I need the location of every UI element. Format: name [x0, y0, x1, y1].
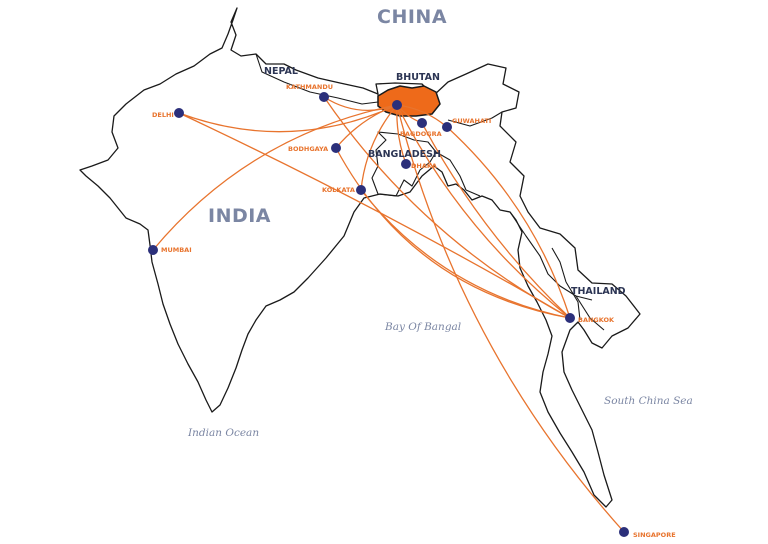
city-marker-bhutan	[392, 100, 402, 110]
country-label-nepal: NEPAL	[264, 66, 298, 77]
route-kolkata-bangkok	[360, 189, 571, 319]
country-label-thailand: THAILAND	[571, 286, 626, 297]
city-markers	[148, 92, 629, 537]
northeast-border	[435, 111, 503, 191]
route-bagdogra-bangkok	[421, 122, 571, 319]
route-bhutan-bangkok	[396, 104, 571, 319]
route-bodhgaya-bangkok	[335, 147, 571, 319]
city-marker-guwahati	[442, 122, 452, 132]
thailand-border	[565, 281, 605, 331]
sea-label-indian-ocean: Indian Ocean	[188, 427, 260, 439]
city-marker-bagdogra	[417, 118, 427, 128]
city-marker-kathmandu	[319, 92, 329, 102]
country-label-bangladesh: BANGLADESH	[368, 149, 441, 160]
city-marker-bodhgaya	[331, 143, 341, 153]
region-label-india: INDIA	[208, 205, 272, 227]
sea-label-bay-of-bengal: Bay Of Bangal	[385, 321, 462, 333]
city-label-dhaka: DHAKA	[411, 162, 437, 170]
route-bhutan-delhi	[178, 104, 398, 133]
country-label-bhutan: BHUTAN	[396, 72, 440, 83]
city-label-singapore: SINGAPORE	[633, 531, 676, 539]
city-marker-mumbai	[148, 245, 158, 255]
city-marker-dhaka	[401, 159, 411, 169]
region-label-china: CHINA	[377, 6, 448, 28]
route-kathmandu-bangkok	[323, 96, 571, 319]
city-label-guwahati: GUWAHATI	[452, 117, 492, 125]
route-bhutan-bodhgaya	[335, 104, 398, 149]
city-label-bodhgaya: BODHGAYA	[288, 145, 329, 153]
nepal-border	[255, 53, 379, 105]
route-delhi-bangkok	[178, 112, 571, 319]
city-label-kolkata: KOLKATA	[322, 186, 355, 194]
city-marker-kolkata	[356, 185, 366, 195]
bangladesh-border	[371, 131, 437, 197]
city-marker-singapore	[619, 527, 629, 537]
route-bhutan-kolkata	[360, 104, 398, 191]
city-label-delhi: DELHI	[152, 111, 174, 119]
route-guwahati-bangkok	[446, 126, 571, 319]
city-marker-delhi	[174, 108, 184, 118]
sea-label-south-china-sea: South China Sea	[604, 395, 693, 407]
myanmar-border	[465, 189, 593, 301]
city-marker-bangkok	[565, 313, 575, 323]
city-label-bangkok: BANGKOK	[578, 316, 615, 324]
city-label-mumbai: MUMBAI	[161, 246, 192, 254]
route-bhutan-mumbai	[152, 104, 398, 251]
route-bhutan-dhaka	[396, 104, 407, 165]
route-lines	[152, 96, 625, 533]
city-label-kathmandu: KATHMANDU	[286, 83, 334, 91]
landmass-outline	[79, 7, 641, 508]
bhutan-shape	[377, 85, 441, 117]
city-label-bagdogra: BAGDOGRA	[400, 130, 442, 138]
route-bhutan-singapore	[396, 104, 625, 533]
